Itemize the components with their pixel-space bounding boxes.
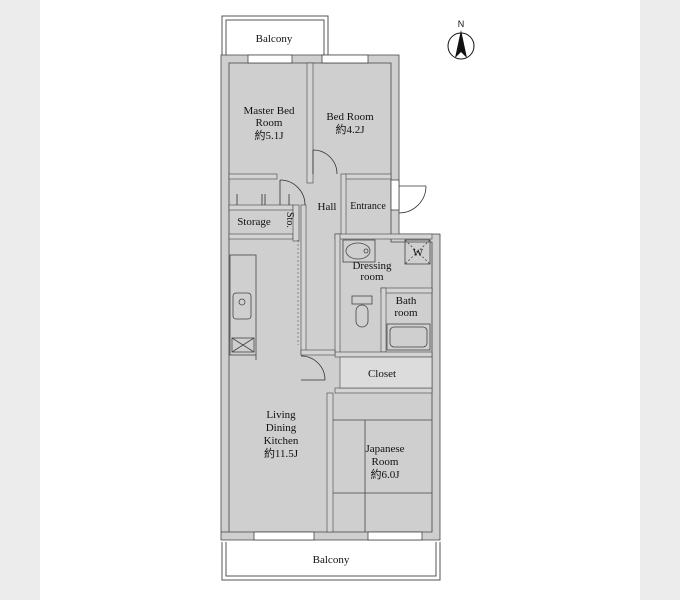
kitchen-counter (229, 254, 257, 360)
washer-mark: W (413, 247, 424, 259)
balcony-top-railing (221, 15, 329, 56)
closet-label: Closet (368, 368, 396, 380)
door-swings (236, 149, 427, 381)
closet-area (339, 356, 433, 389)
washbasin (342, 239, 376, 263)
bath-label-1: Bath (396, 295, 417, 307)
dressing-label-2: room (360, 271, 384, 283)
dressing-label-1: Dressing (352, 260, 392, 272)
storage-label: Storage (237, 216, 271, 228)
japanese-label-2: Room (372, 456, 399, 468)
bed-room-area: 約4.2J (335, 122, 365, 136)
bathtub (386, 323, 431, 351)
master-bed-label-2: Room (256, 117, 283, 129)
sto-label: Sto. (284, 212, 295, 228)
washer-box (404, 239, 431, 265)
windows (247, 54, 423, 541)
balcony-top-label: Balcony (256, 33, 293, 45)
master-bed-label-1: Master Bed (243, 105, 295, 117)
ldk-label-3: Kitchen (264, 435, 299, 447)
japanese-area: 約6.0J (370, 467, 400, 481)
ldk-label-2: Dining (266, 422, 297, 434)
toilet (351, 295, 373, 328)
ldk-area: 約11.5J (264, 446, 299, 460)
balcony-bottom-railing (221, 542, 441, 581)
tatami-lines (333, 419, 432, 532)
bath-label-2: room (394, 307, 418, 319)
north-arrow-icon: N (447, 19, 475, 60)
svg-text:N: N (458, 19, 465, 29)
bed-room-label: Bed Room (326, 111, 374, 123)
hall-label: Hall (318, 201, 337, 213)
japanese-label-1: Japanese (365, 443, 404, 455)
entrance-label: Entrance (350, 201, 386, 212)
master-bed-area: 約5.1J (254, 128, 284, 142)
ldk-label-1: Living (266, 409, 296, 421)
balcony-bottom-label: Balcony (313, 554, 350, 566)
